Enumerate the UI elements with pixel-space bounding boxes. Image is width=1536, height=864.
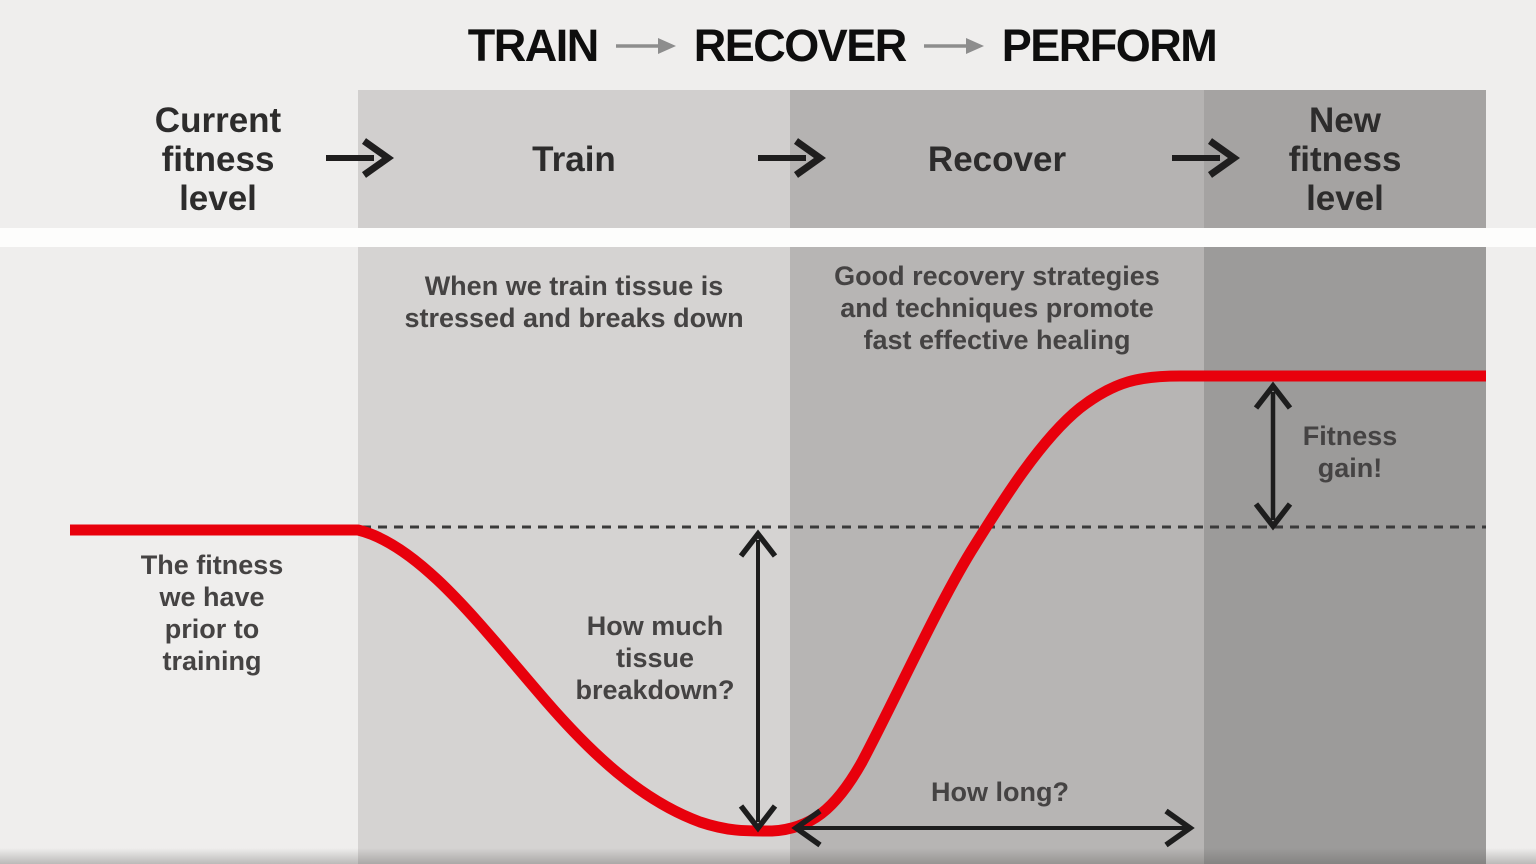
new-fitness-header-band: New fitness level — [1204, 90, 1486, 228]
duration-measure-arrow — [791, 808, 1195, 848]
title-bar: TRAIN RECOVER PERFORM — [148, 20, 1536, 72]
arrow-right-icon — [1172, 138, 1240, 178]
breakdown-measure-arrow — [738, 529, 778, 833]
arrow-right-icon — [923, 38, 984, 54]
recover-header-band: Recover — [790, 90, 1204, 228]
gain-measure-arrow — [1253, 381, 1293, 531]
white-divider — [0, 228, 1536, 247]
arrow-right-icon — [615, 38, 676, 54]
title-step-recover: RECOVER — [693, 20, 908, 71]
new-fitness-header-label: New fitness level — [1288, 100, 1402, 218]
baseline-annotation: The fitness we have prior to training — [140, 550, 284, 676]
title-step-train: TRAIN — [467, 20, 599, 71]
current-fitness-label: Current fitness level — [154, 100, 282, 218]
train-column — [358, 247, 790, 864]
title-step-perform: PERFORM — [1001, 20, 1218, 71]
breakdown-question: How much tissue breakdown? — [575, 611, 735, 705]
duration-question: How long? — [931, 777, 1069, 807]
arrow-right-icon — [326, 138, 394, 178]
fitness-curve — [70, 370, 1486, 837]
recover-header-label: Recover — [927, 139, 1067, 179]
new-fitness-column — [1204, 247, 1486, 864]
train-annotation: When we train tissue is stressed and bre… — [404, 271, 744, 333]
arrow-right-icon — [758, 138, 826, 178]
train-header-band: Train — [358, 90, 790, 228]
recover-annotation: Good recovery strategies and techniques … — [834, 261, 1160, 355]
bottom-edge-shadow — [0, 848, 1536, 864]
current-fitness-header: Current fitness level — [98, 90, 338, 228]
fitness-gain-callout: Fitness gain! — [1302, 421, 1398, 483]
train-header-label: Train — [532, 139, 616, 179]
